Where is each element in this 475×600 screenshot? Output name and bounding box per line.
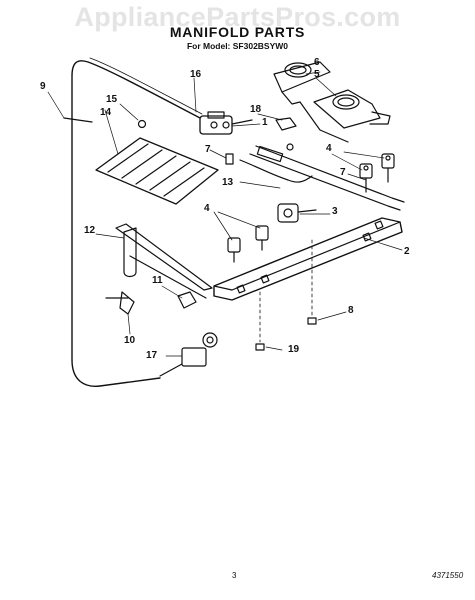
callout-1: 1 bbox=[262, 117, 268, 128]
callout-3: 3 bbox=[332, 206, 338, 217]
callout-9: 9 bbox=[40, 81, 46, 92]
heat-shield bbox=[96, 138, 218, 204]
callout-7-upper: 7 bbox=[205, 144, 211, 155]
bracket-11 bbox=[178, 292, 196, 308]
page-number: 3 bbox=[232, 571, 237, 580]
screw-19 bbox=[256, 344, 264, 350]
callout-11: 11 bbox=[152, 275, 163, 286]
callout-16: 16 bbox=[190, 69, 202, 80]
screw-8 bbox=[308, 318, 316, 324]
igniter-tip bbox=[287, 144, 293, 150]
surface-burner-front bbox=[314, 90, 390, 128]
valve-left-1 bbox=[228, 238, 240, 262]
callout-7-right: 7 bbox=[340, 167, 346, 178]
clip-15 bbox=[139, 121, 146, 128]
valve-left-2 bbox=[256, 226, 268, 250]
document-number: 4371550 bbox=[432, 571, 464, 580]
watermark: AppliancePartsPros.com bbox=[74, 2, 401, 32]
tube-bracket bbox=[64, 118, 92, 122]
callout-17: 17 bbox=[146, 350, 158, 361]
callout-13: 13 bbox=[222, 177, 234, 188]
igniter-13 bbox=[257, 146, 282, 161]
surface-burner-rear bbox=[274, 62, 330, 104]
oven-valve bbox=[278, 204, 316, 222]
callout-6: 6 bbox=[314, 57, 320, 68]
callout-14: 14 bbox=[100, 107, 112, 118]
callout-5: 5 bbox=[314, 69, 320, 80]
callout-12: 12 bbox=[84, 225, 96, 236]
callout-19: 19 bbox=[288, 344, 300, 355]
callout-18: 18 bbox=[250, 104, 262, 115]
bake-burner bbox=[116, 224, 212, 298]
callout-4-right: 4 bbox=[326, 143, 332, 154]
fitting-7-upper bbox=[226, 154, 233, 164]
callout-8: 8 bbox=[348, 305, 354, 316]
burner-tube bbox=[300, 102, 348, 142]
bracket-18 bbox=[276, 118, 296, 130]
safety-valve bbox=[160, 333, 217, 376]
valve-right-2 bbox=[382, 154, 394, 182]
callout-4-left: 4 bbox=[204, 203, 210, 214]
manifold-tube bbox=[250, 146, 404, 210]
manifold-rail bbox=[214, 218, 402, 300]
valve-right-1 bbox=[360, 164, 372, 192]
model-subtitle: For Model: SF302BSYW0 bbox=[186, 41, 289, 51]
leader-lines bbox=[48, 72, 402, 356]
callout-2: 2 bbox=[404, 246, 410, 257]
igniter-wire bbox=[240, 160, 312, 182]
callout-10: 10 bbox=[124, 335, 136, 346]
gas-supply-tube bbox=[72, 61, 200, 387]
pressure-regulator bbox=[200, 112, 252, 134]
orifice-fitting bbox=[106, 292, 134, 314]
page-title: MANIFOLD PARTS bbox=[169, 24, 306, 40]
callout-15: 15 bbox=[106, 94, 118, 105]
gas-supply-tube-inner bbox=[90, 58, 202, 114]
